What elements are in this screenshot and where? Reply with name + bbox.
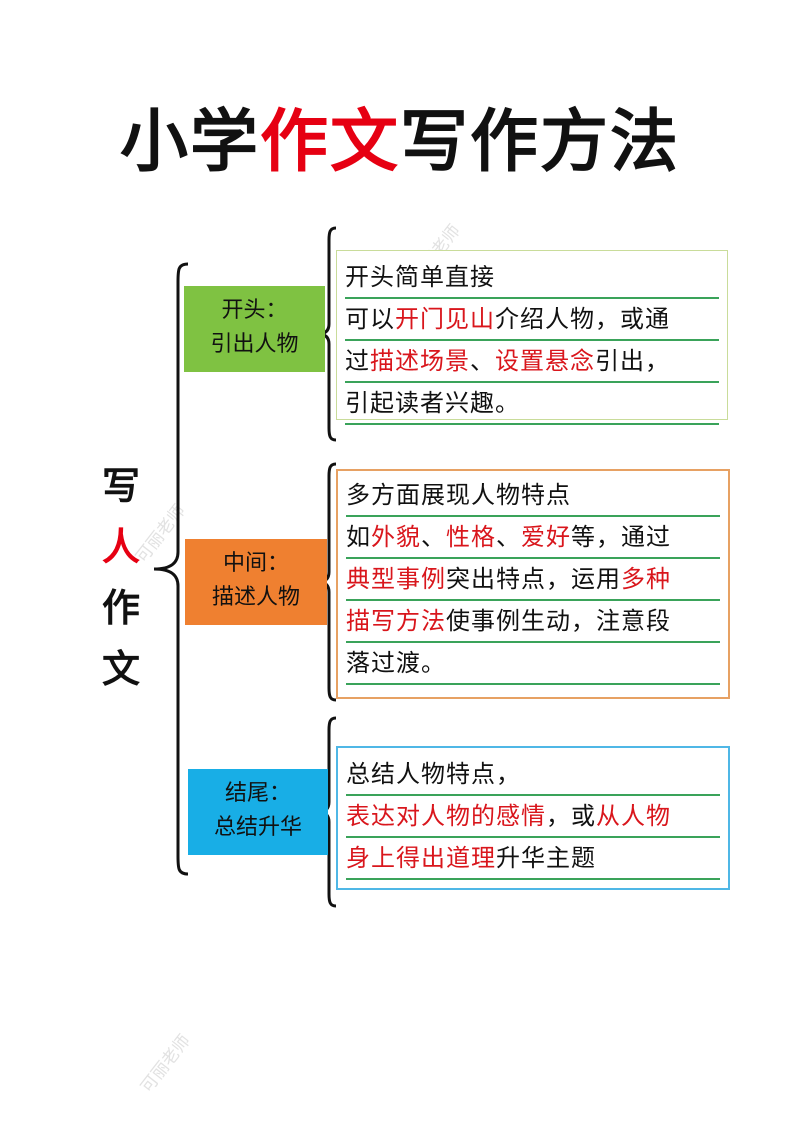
- vertical-char: 作: [101, 586, 140, 630]
- label-middle-subtitle: 描述人物: [211, 585, 300, 610]
- label-middle: 中间： 描述人物: [185, 539, 327, 625]
- content-line: 表达对人物的感情，或从人物: [346, 796, 720, 838]
- title-part2: 写作方法: [400, 103, 681, 182]
- content-line: 如外貌、性格、爱好等，通过: [346, 517, 720, 559]
- content-line: 多方面展现人物特点: [346, 475, 720, 517]
- content-box-ending: 总结人物特点， 表达对人物的感情，或从人物 身上得出道理升华主题: [336, 746, 730, 890]
- content-line: 描写方法使事例生动，注意段: [346, 601, 720, 643]
- vertical-title: 写 人 作 文: [96, 456, 146, 700]
- title-highlight: 作文: [259, 103, 400, 182]
- label-ending: 结尾： 总结升华: [188, 769, 328, 855]
- title-part1: 小学: [119, 103, 260, 182]
- label-opening-title: 开头：: [221, 298, 288, 323]
- content-box-opening: 开头简单直接 可以开门见山介绍人物，或通 过描述场景、设置悬念引出， 引起读者兴…: [336, 250, 728, 425]
- content-line: 典型事例突出特点，运用多种: [346, 559, 720, 601]
- content-line: 开头简单直接: [345, 257, 719, 299]
- page-title: 小学作文写作方法: [0, 98, 800, 188]
- content-lines: 多方面展现人物特点 如外貌、性格、爱好等，通过 典型事例突出特点，运用多种 描写…: [338, 471, 728, 685]
- label-opening: 开头： 引出人物: [184, 286, 325, 372]
- content-line: 可以开门见山介绍人物，或通: [345, 299, 719, 341]
- content-lines: 开头简单直接 可以开门见山介绍人物，或通 过描述场景、设置悬念引出， 引起读者兴…: [337, 251, 727, 425]
- vertical-char: 写: [101, 464, 140, 508]
- content-line: 引起读者兴趣。: [345, 383, 719, 425]
- content-box-middle: 多方面展现人物特点 如外貌、性格、爱好等，通过 典型事例突出特点，运用多种 描写…: [336, 469, 730, 699]
- label-ending-subtitle: 总结升华: [213, 815, 302, 840]
- content-line: 过描述场景、设置悬念引出，: [345, 341, 719, 383]
- content-line: 落过渡。: [346, 643, 720, 685]
- watermark: 可丽老师: [137, 1031, 195, 1097]
- content-line: 总结人物特点，: [346, 754, 720, 796]
- label-middle-title: 中间：: [222, 551, 289, 576]
- label-opening-subtitle: 引出人物: [210, 332, 299, 357]
- vertical-char: 文: [101, 647, 140, 691]
- content-line: 身上得出道理升华主题: [346, 838, 720, 880]
- vertical-char-highlight: 人: [101, 525, 140, 569]
- label-ending-title: 结尾：: [224, 781, 291, 806]
- content-lines: 总结人物特点， 表达对人物的感情，或从人物 身上得出道理升华主题: [338, 748, 728, 880]
- big-brace-icon: [153, 262, 189, 876]
